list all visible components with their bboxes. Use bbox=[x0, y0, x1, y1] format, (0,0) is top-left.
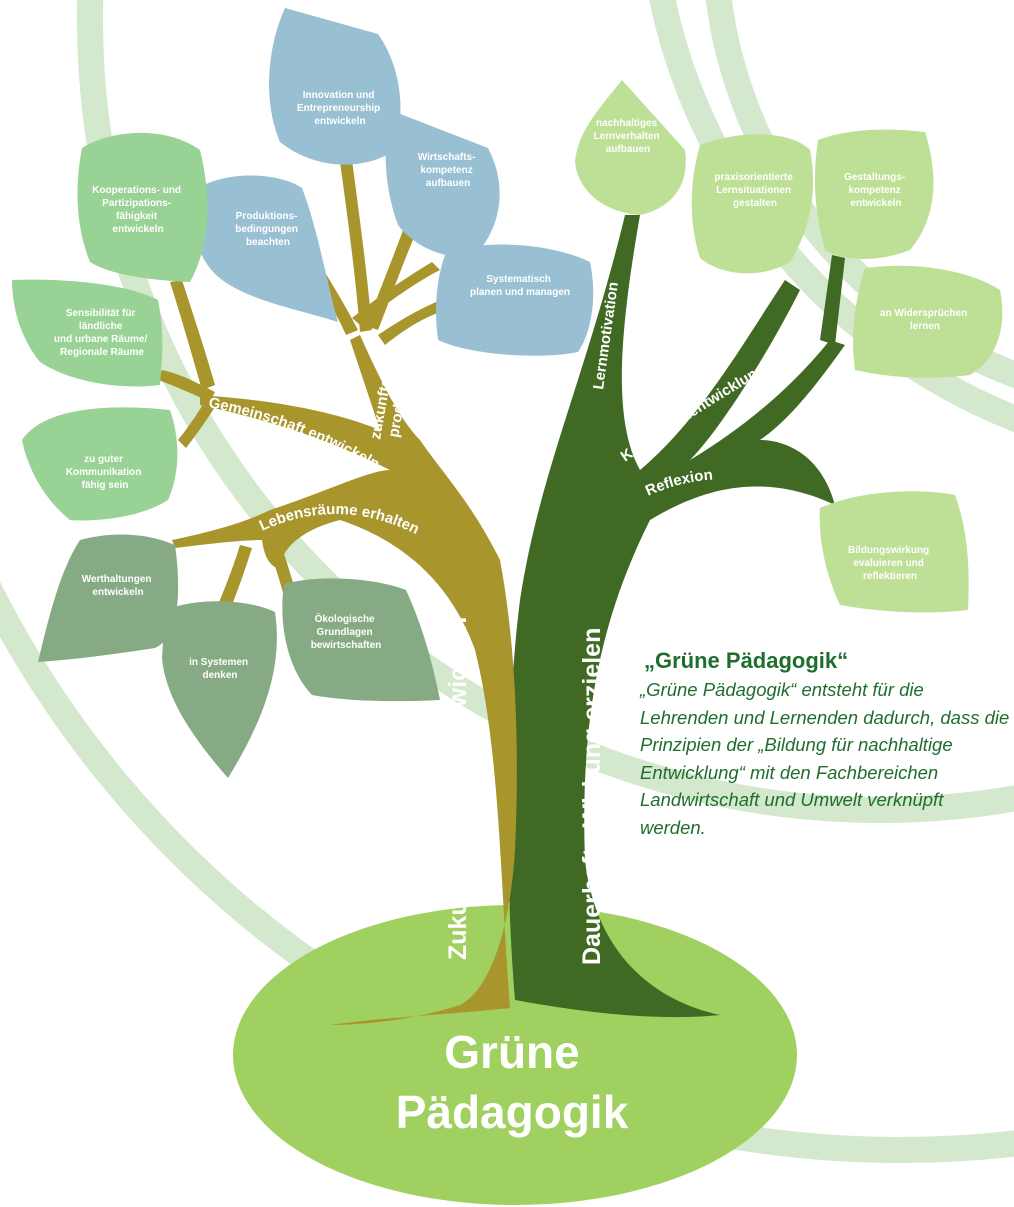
branch-innovation bbox=[340, 160, 372, 332]
leaves bbox=[12, 8, 1003, 778]
branch-systeme bbox=[218, 545, 252, 610]
leaf-label-systematisch: Systematisch planen und managen bbox=[470, 274, 570, 298]
leaf-label-oekologie: Ökologische Grundlagen bewirtschaften bbox=[311, 612, 382, 651]
leaf-label-widersprueche: an Widersprüchen lernen bbox=[880, 308, 970, 332]
right-trunk-group bbox=[508, 215, 845, 1018]
branch-right-gestaltung bbox=[820, 255, 845, 345]
leaf-label-innovation: Innovation und Entrepreneurship entwicke… bbox=[297, 90, 383, 127]
leaf-kommunikation bbox=[22, 407, 178, 521]
info-box: „Grüne Pädagogik“ „Grüne Pädagogik“ ents… bbox=[640, 648, 1010, 841]
leaf-lernverhalten bbox=[575, 80, 686, 215]
leaf-label-kommunikation: zu guter Kommunikation fähig sein bbox=[66, 454, 144, 491]
leaf-gestaltung bbox=[814, 129, 934, 259]
trunk-label-left: Zukunftsfähigkeit entwickeln bbox=[444, 617, 472, 960]
trunk-left bbox=[172, 335, 517, 1025]
leaf-label-produktion: Produktions- bedingungen beachten bbox=[235, 211, 301, 248]
branch-systematisch bbox=[378, 302, 440, 345]
base-title-line-2: Pädagogik bbox=[396, 1086, 629, 1138]
leaf-bildungswirkung bbox=[819, 491, 969, 613]
leaf-systeme bbox=[162, 601, 277, 778]
trunk-labels: Zukunftsfähigkeit entwickeln Dauerhafte … bbox=[444, 617, 606, 965]
leaf-labels: Innovation und Entrepreneurship entwicke… bbox=[54, 90, 970, 681]
leaf-label-werthaltungen: Werthaltungen entwickeln bbox=[82, 574, 155, 598]
leaf-label-praxis: praxisorientierte Lernsituationen gestal… bbox=[714, 172, 795, 209]
leaf-produktion bbox=[192, 175, 338, 322]
info-body: „Grüne Pädagogik“ entsteht für die Lehre… bbox=[640, 679, 1010, 838]
leaf-innovation bbox=[269, 8, 401, 165]
leaf-werthaltungen bbox=[38, 534, 179, 662]
branch-sensibilitaet bbox=[158, 370, 215, 402]
leaf-kooperation bbox=[77, 132, 208, 282]
leaf-systematisch bbox=[436, 244, 594, 356]
ring-large bbox=[0, 581, 1014, 1163]
leaf-label-lernverhalten: nachhaltiges Lernverhalten aufbauen bbox=[594, 118, 663, 155]
trunk-right bbox=[508, 215, 845, 1018]
left-trunk-group bbox=[158, 160, 517, 1025]
leaf-label-bildungswirkung: Bildungswirkung evaluieren und reflektie… bbox=[848, 545, 932, 582]
background-rings bbox=[0, 0, 1014, 1163]
branch-label-lernsetting: Lernsetting bbox=[626, 333, 682, 412]
leaf-label-kooperation: Kooperations- und Partizipations- fähigk… bbox=[92, 185, 184, 235]
leaf-wirtschaft bbox=[385, 110, 500, 257]
leaf-label-sensibilitaet: Sensibilität für ländliche und urbane Rä… bbox=[54, 308, 150, 358]
base-ellipse bbox=[233, 905, 797, 1205]
leaf-widersprueche bbox=[853, 265, 1003, 378]
branch-kooperation bbox=[170, 280, 215, 390]
base-title: Grüne Pädagogik bbox=[396, 1026, 629, 1138]
leaf-sensibilitaet bbox=[12, 279, 163, 387]
leaf-praxis bbox=[691, 134, 814, 274]
info-title: „Grüne Pädagogik“ bbox=[644, 648, 849, 673]
leaf-label-systeme: in Systemen denken bbox=[189, 657, 251, 681]
ring-left bbox=[77, 0, 1014, 823]
trunk-label-right: Dauerhafte Wirkung erzielen bbox=[578, 628, 606, 965]
branch-wirtschaft bbox=[366, 225, 418, 330]
leaf-label-wirtschaft: Wirtschafts- kompetenz aufbauen bbox=[418, 152, 478, 189]
base-title-line-1: Grüne bbox=[444, 1026, 579, 1078]
branch-kommunikation bbox=[178, 396, 218, 448]
leaf-oekologie bbox=[282, 578, 440, 702]
leaf-label-gestaltung: Gestaltungs- kompetenz entwickeln bbox=[844, 172, 908, 209]
